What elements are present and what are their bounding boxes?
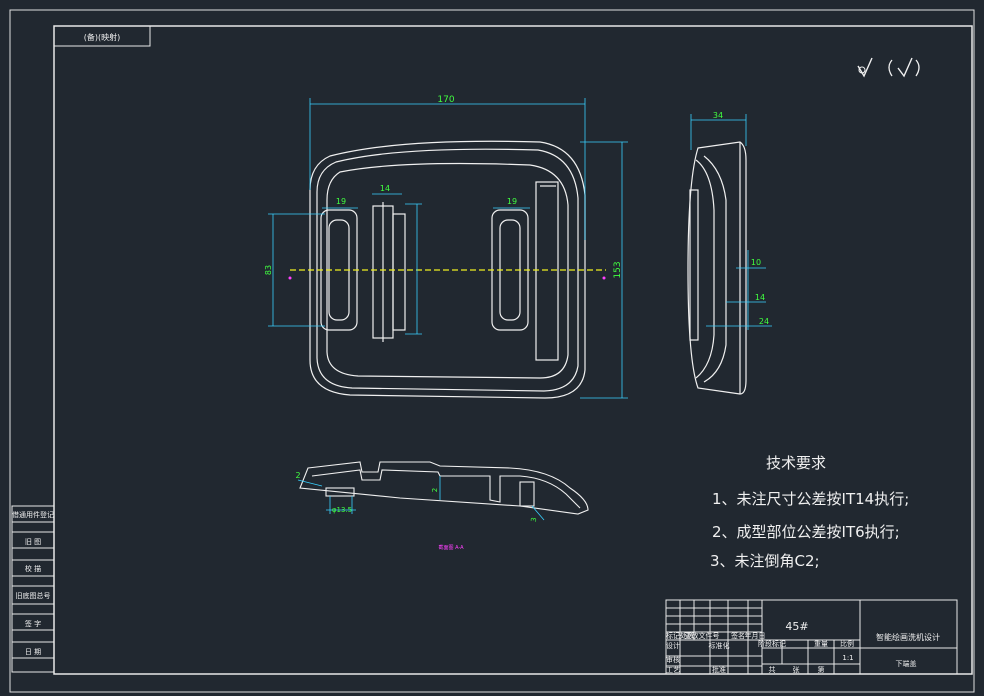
dim-wall-14: 14 [755,293,765,302]
strip-date: 日 期 [25,648,41,656]
tb-label-total: 共 [769,665,776,674]
dim-side-depth: 34 [713,111,723,120]
tech-req-item-2: 2、成型部位公差按IT6执行; [712,523,900,541]
tb-label-sheet: 张 [793,665,800,674]
tb-label-standard: 标准化 [709,641,730,650]
tb-label-scale: 比例 [840,639,854,648]
tech-req-item-1: 1、未注尺寸公差按IT14执行; [712,490,909,508]
dim-section-2: 2 [295,471,300,480]
tb-label-stage-mark: 阶段标记 [758,639,786,648]
tb-label-change-no: 更改文件号 [685,631,720,640]
strip-old-drawing: 旧 图 [25,538,41,546]
strip-sign: 签 字 [25,619,41,628]
inner-border [53,25,973,675]
dim-slot-width-right: 19 [507,197,517,206]
side-view-dimension-lines [690,114,772,330]
tb-label-approve: 批准 [712,665,726,674]
outer-border [9,9,975,693]
dim-section-3: 3 [530,517,539,523]
strip-reg: 借通用件登记 [12,510,54,519]
tb-label-page: 第 [818,665,825,674]
tb-part-name: 下端盖 [896,659,917,668]
tb-label-craft: 工艺 [666,666,680,674]
strip-trace: 校 描 [25,564,41,573]
tech-req-item-3: 3、未注倒角C2; [710,552,820,570]
section-label: 截面图 A-A [438,544,464,551]
dim-overall-height: 153 [613,261,623,278]
dim-rib-width: 14 [380,184,390,193]
section-view [299,461,589,515]
tb-title: 智能绘画洗机设计 [876,632,940,642]
dim-slot-height: 83 [264,265,273,275]
corner-tag-text: (备)(映射) [84,32,120,42]
left-strip [11,505,55,673]
dim-hole-dia: φ13.5 [332,506,352,514]
dim-section-2b: 2 [431,488,439,492]
tb-label-weight: 重量 [814,640,828,648]
section-view-dimension-lines [297,476,545,521]
tb-label-design: 设计 [666,641,680,650]
dim-slot-width-left: 19 [336,197,346,206]
dim-wall-24: 24 [759,317,769,326]
tb-label-date: 年月日 [745,631,766,640]
top-view-dimension-lines [268,98,628,399]
corner-tag: (备)(映射) [53,25,151,47]
title-block [665,599,958,675]
surface-finish-mark [857,57,920,78]
tb-label-review: 审核 [666,655,680,664]
dim-wall-10: 10 [751,258,761,267]
tb-label-sign: 签名 [731,631,745,640]
tb-scale: 1:1 [842,654,853,662]
strip-base-no: 旧底图总号 [16,591,51,600]
center-mark-left [288,276,292,280]
tb-label-mark: 标记 [666,631,680,640]
tb-label-count: 处数 [680,631,694,640]
dim-overall-width: 170 [437,95,454,105]
center-mark-right [602,276,606,280]
tech-req-title: 技术要求 [766,454,826,472]
tb-material: 45# [785,620,808,633]
